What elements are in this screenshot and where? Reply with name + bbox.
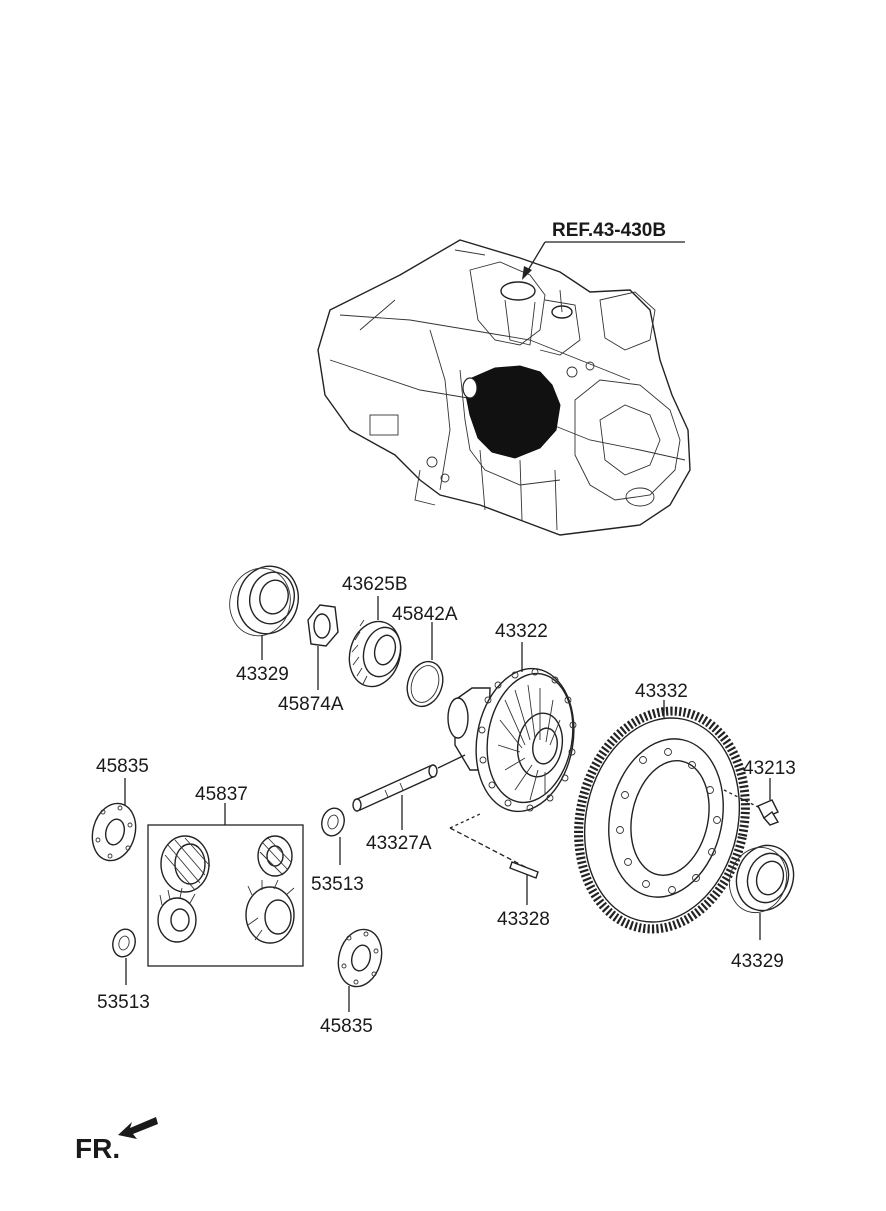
label-43328: 43328 xyxy=(497,909,550,930)
differential-case-43322[interactable] xyxy=(447,661,585,819)
fr-label: FR. xyxy=(75,1133,120,1164)
label-43625B: 43625B xyxy=(342,574,408,595)
ref-label: REF.43-430B xyxy=(552,220,666,241)
bearing-left[interactable] xyxy=(222,559,306,642)
ring-gear-43332[interactable] xyxy=(559,695,765,944)
washer-53513-center[interactable] xyxy=(319,806,347,839)
label-43322: 43322 xyxy=(495,621,548,642)
pinion-gear-lower-left xyxy=(157,887,197,943)
shim-45874A[interactable] xyxy=(307,604,339,647)
label-45835-left: 45835 xyxy=(96,756,149,777)
label-43329-right: 43329 xyxy=(731,951,784,972)
transaxle-assembly xyxy=(317,239,691,536)
bolt-43213[interactable] xyxy=(723,789,780,826)
label-43329-left: 43329 xyxy=(236,664,289,685)
label-53513-center: 53513 xyxy=(311,874,364,895)
label-53513-left: 53513 xyxy=(97,992,150,1013)
washer-45835-left[interactable] xyxy=(86,799,142,866)
side-gear-lower-right xyxy=(245,879,295,944)
label-43327A: 43327A xyxy=(366,833,432,854)
differential-housing-highlight xyxy=(465,365,561,459)
bearing-right[interactable] xyxy=(721,838,802,920)
washer-53513-left[interactable] xyxy=(110,927,138,960)
label-45837: 45837 xyxy=(195,784,248,805)
ring-45842A[interactable] xyxy=(401,657,449,712)
pinion-shaft-43327A[interactable] xyxy=(352,754,466,812)
washer-45835-bottom[interactable] xyxy=(332,925,388,992)
label-43213: 43213 xyxy=(743,758,796,779)
side-gear-upper-left xyxy=(160,835,211,893)
pinion-gear-upper-right xyxy=(257,835,293,877)
front-arrow-icon xyxy=(118,1117,158,1139)
label-45835-bottom: 45835 xyxy=(320,1016,373,1037)
label-45842A: 45842A xyxy=(392,604,458,625)
pin-43328[interactable] xyxy=(449,813,539,879)
label-43332: 43332 xyxy=(635,681,688,702)
front-direction-marker: FR. xyxy=(75,1117,158,1164)
gear-43625B[interactable] xyxy=(342,616,407,693)
gear-kit-45837[interactable] xyxy=(147,824,304,967)
label-45874A: 45874A xyxy=(278,694,344,715)
